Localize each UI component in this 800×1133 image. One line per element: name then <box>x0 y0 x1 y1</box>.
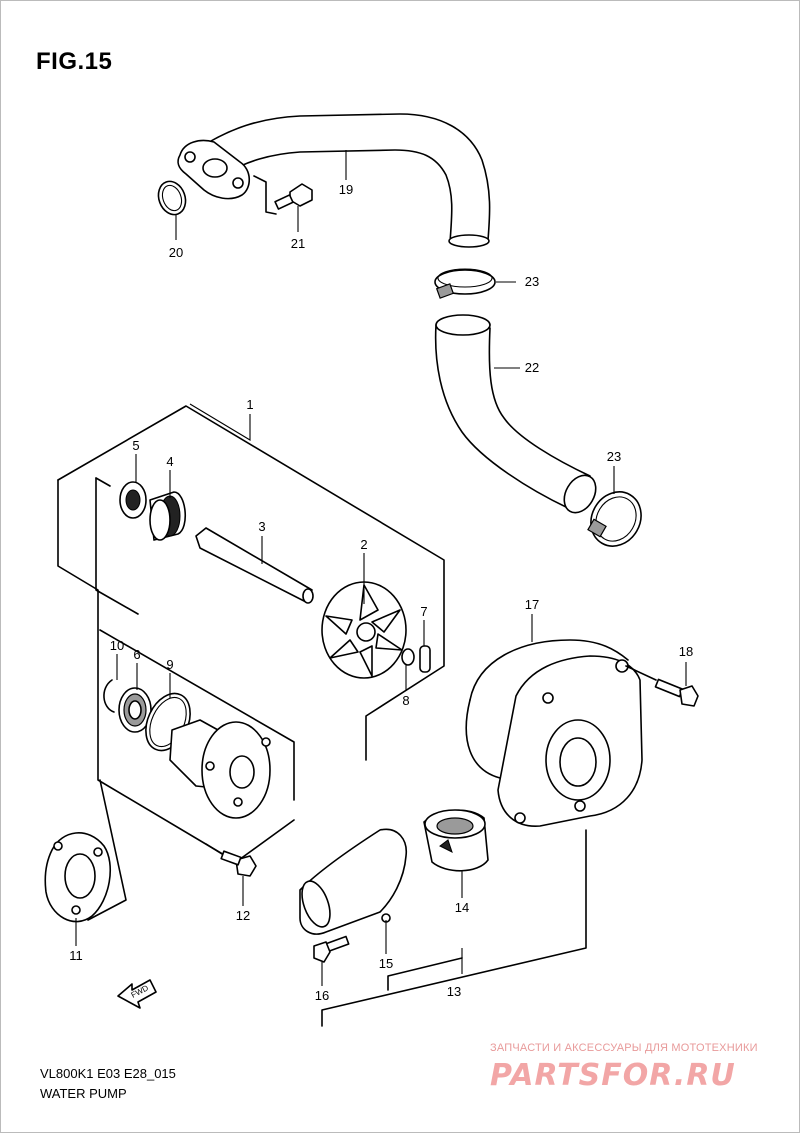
part-20-o-ring[interactable] <box>154 178 190 219</box>
callout-7: 7 <box>420 604 428 619</box>
diagram-code: VL800K1 E03 E28_015 <box>40 1066 176 1081</box>
callout-2: 2 <box>360 537 368 552</box>
part-23-clamp-upper[interactable] <box>434 268 496 299</box>
part-12-bolt[interactable] <box>220 850 257 877</box>
part-22-hose[interactable] <box>434 314 602 518</box>
callout-20: 20 <box>168 245 184 260</box>
pump-cover[interactable] <box>497 655 643 827</box>
part-21-bolt[interactable] <box>274 183 313 210</box>
assembly-box-part-1 <box>57 405 445 921</box>
part-17-gasket[interactable] <box>465 639 629 779</box>
callout-22: 22 <box>524 360 540 375</box>
callout-1: 1 <box>246 397 254 412</box>
part-8-washer[interactable] <box>401 648 415 666</box>
callout-8: 8 <box>402 693 410 708</box>
part-11-gasket[interactable] <box>44 832 111 923</box>
part-6-bearing[interactable] <box>118 687 152 733</box>
part-14-thermostat[interactable] <box>423 809 489 872</box>
callout-13: 13 <box>446 984 462 999</box>
watermark-brand: PARTSFOR.RU <box>490 1058 736 1093</box>
callout-14: 14 <box>454 900 470 915</box>
callout-17: 17 <box>524 597 540 612</box>
callout-15: 15 <box>378 956 394 971</box>
callout-10: 10 <box>109 638 125 653</box>
part-16-bolt[interactable] <box>313 935 350 963</box>
part-15-thermostat-cover[interactable] <box>297 828 407 935</box>
callout-19: 19 <box>338 182 354 197</box>
part-2-impeller[interactable] <box>321 581 407 679</box>
part-23-clamp-lower[interactable] <box>581 483 651 555</box>
part-18-bolt[interactable] <box>654 678 699 707</box>
part-4-mechanical-seal[interactable] <box>149 491 186 541</box>
callout-21: 21 <box>290 236 306 251</box>
callout-5: 5 <box>132 438 140 453</box>
part-7-pin[interactable] <box>419 645 431 673</box>
part-10-circlip[interactable] <box>103 679 115 713</box>
callout-23-upper: 23 <box>524 274 540 289</box>
callout-12: 12 <box>235 908 251 923</box>
callout-9: 9 <box>166 657 174 672</box>
diagram-caption: WATER PUMP <box>40 1086 127 1101</box>
part-3-shaft[interactable] <box>195 527 314 604</box>
callout-11: 11 <box>69 948 83 963</box>
pump-body[interactable] <box>169 719 271 819</box>
callout-4: 4 <box>166 454 174 469</box>
part-5-seal[interactable] <box>119 481 147 519</box>
callout-16: 16 <box>314 988 330 1003</box>
part-19-pipe[interactable] <box>177 113 491 248</box>
watermark-tagline: ЗАПЧАСТИ И АКСЕССУАРЫ ДЛЯ МОТОТЕХНИКИ <box>490 1042 758 1054</box>
fwd-arrow <box>117 979 157 1009</box>
callout-23-lower: 23 <box>606 449 622 464</box>
callout-3: 3 <box>258 519 266 534</box>
callout-6: 6 <box>133 647 141 662</box>
figure-title: FIG.15 <box>36 48 113 75</box>
callout-18: 18 <box>678 644 694 659</box>
